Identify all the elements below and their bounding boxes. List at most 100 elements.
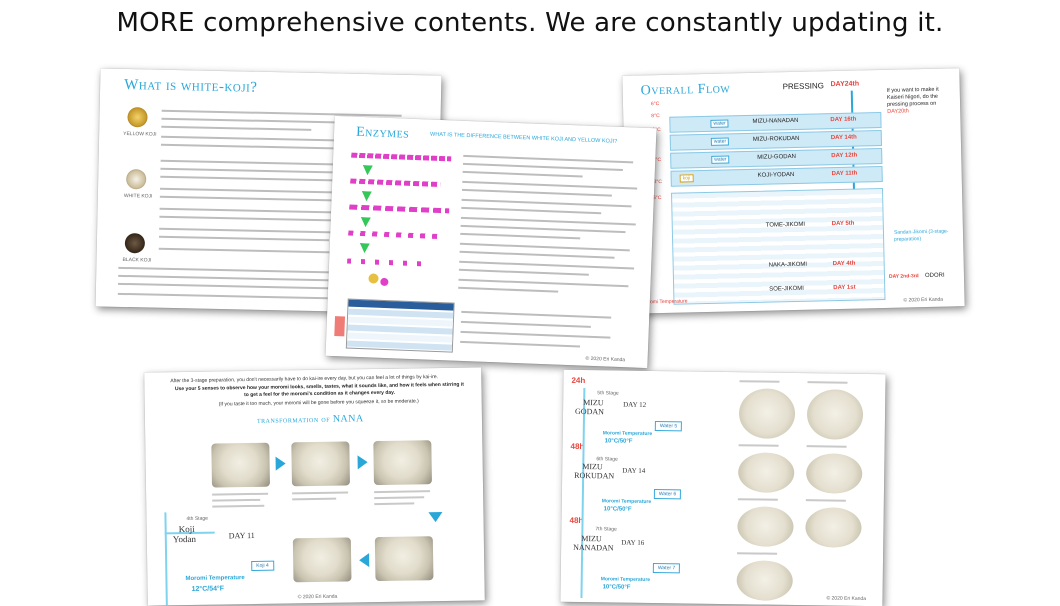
moromi-photo (373, 440, 432, 486)
black-koji-image (124, 233, 146, 254)
stage-tag: 4th Stage (186, 515, 208, 523)
petri-photo (737, 506, 794, 547)
stage-name: TOME-JIKOMI (765, 221, 806, 229)
flow-row-mizu-rokudan[interactable]: water MIZU-ROKUDAN DAY 14th (669, 129, 883, 151)
flow-row-mizu-nanadan[interactable]: water MIZU-NANADAN DAY 16th (669, 111, 882, 133)
stage-name: SOE-JIKOMI (769, 285, 804, 293)
stage-name-line-1: MIZU (583, 398, 604, 408)
water-button[interactable]: Water 7 (652, 563, 681, 574)
hours-label: 24h (571, 375, 586, 386)
card-overall-flow[interactable]: Overall Flow PRESSING DAY24th If you wan… (622, 68, 965, 314)
day-label: DAY 14 (622, 466, 646, 475)
row-day: DAY 11th (831, 170, 858, 178)
table-annotation (334, 316, 346, 337)
row-name: KOJI-YODAN (757, 171, 795, 179)
day-label: DAY 11 (228, 530, 255, 541)
flow-axis (580, 388, 586, 599)
moromi-photo (291, 441, 350, 487)
card-mizu-stages[interactable]: 24h 48h 48h 5th Stage MIZU GODAN DAY 12 … (560, 369, 886, 606)
arrow-right-icon (357, 455, 368, 470)
headline: MORE comprehensive contents. We are cons… (116, 8, 944, 38)
arrow-down-icon (428, 511, 443, 523)
card-transformation[interactable]: After the 3-stage preparation, you don't… (144, 367, 485, 606)
water-pill: water (710, 119, 729, 128)
koji-label[interactable]: Koji 4 (251, 560, 274, 572)
water-pill: water (711, 155, 730, 164)
day-label: DAY 16 (621, 538, 645, 547)
black-koji-label: BLACK KOJI (122, 256, 152, 264)
row-name: MIZU-NANADAN (752, 117, 799, 125)
row-day: DAY 16th (830, 116, 857, 124)
pressing-label: PRESSING (782, 81, 825, 92)
section-title: transformation of NANA (257, 413, 364, 426)
pressing-day: DAY24th (830, 80, 860, 89)
flow-row-mizu-godan[interactable]: water MIZU-GODAN DAY 12th (670, 147, 883, 169)
section-title-prefix: transformation of (256, 413, 331, 425)
moromi-temp-label: Moromi Temperature (602, 430, 653, 438)
intro-text-2: Use your 5 senses to observe how your mo… (174, 381, 464, 399)
yellow-koji-image (127, 107, 148, 128)
copyright: © 2020 Eri Kanda (903, 296, 944, 304)
photo-grid (564, 370, 886, 601)
water-button[interactable]: Water 5 (654, 421, 683, 432)
arrow-right-icon (275, 456, 286, 471)
flow-axis (164, 512, 168, 606)
petri-photo (806, 389, 864, 440)
row-name: MIZU-GODAN (757, 153, 796, 161)
enzyme-table (345, 298, 455, 353)
temp-label: 6°C (653, 194, 662, 202)
water-button[interactable]: Water 6 (653, 489, 682, 500)
card-title: Enzymes (355, 124, 410, 142)
stage-name: MIZU GODAN (575, 398, 604, 416)
copyright: © 2020 Eri Kanda (297, 593, 338, 601)
odori-day: DAY 2nd-3rd (888, 273, 919, 280)
row-name: MIZU-ROKUDAN (752, 135, 800, 143)
card-title: Overall Flow (640, 81, 731, 99)
stage-day: DAY 1st (833, 284, 856, 292)
stage-name: NAKA-JIKOMI (768, 261, 808, 269)
white-koji-image (126, 169, 147, 190)
stage-tag: 7th Stage (595, 526, 617, 533)
sandan-label: Sandan-Jikomi (3-stage-preparation) (893, 228, 949, 243)
moromi-temp-value: 10°C/50°F (603, 506, 632, 513)
stage-name: MIZU NANADAN (573, 534, 614, 553)
text-block (101, 68, 442, 300)
odori-label: ODORI (924, 272, 945, 280)
stage-name-line-2: ROKUDAN (574, 470, 615, 481)
section-title-word: NANA (332, 413, 364, 425)
petri-photo (738, 388, 796, 439)
moromi-photo (292, 537, 352, 583)
moromi-temp-value: 10°C/50°F (604, 438, 633, 445)
stage-tag: 5th Stage (597, 390, 619, 397)
petri-photo (736, 560, 793, 601)
petri-photo (737, 452, 795, 493)
kaiseri-note-text: If you want to make it Kaiseri Nigori, d… (886, 86, 939, 108)
kaiseri-note-day: DAY20th (887, 108, 909, 115)
flow-row-koji-yodan[interactable]: koji KOJI-YODAN DAY 11th (670, 165, 883, 187)
stage-name-line-2: Yodan (172, 533, 196, 545)
stage-day: DAY 5th (831, 220, 855, 228)
moromi-temp-label: Moromi Temperature (601, 498, 652, 505)
white-koji-label: WHITE KOJI (123, 192, 153, 200)
petri-photo (805, 507, 862, 548)
arrow-left-icon (359, 553, 370, 568)
petri-photo (805, 453, 863, 494)
intro-text-3: (If you taste it too much, your moromi w… (218, 398, 419, 408)
moromi-temp-label: Moromi Temperature (185, 575, 245, 583)
yellow-koji-label: YELLOW KOJI (123, 130, 157, 138)
day-label: DAY 12 (623, 400, 647, 409)
koji-pill: koji (679, 174, 694, 183)
row-day: DAY 12th (831, 152, 858, 160)
card-subtitle: WHAT IS THE DIFFERENCE BETWEEN WHITE KOJ… (429, 131, 618, 145)
card-title: What is white-koji? (124, 76, 258, 96)
card-enzymes[interactable]: Enzymes WHAT IS THE DIFFERENCE BETWEEN W… (325, 115, 657, 369)
moromi-temp-label: Moromi Temperature (600, 576, 651, 583)
temp-label: 6°C (650, 101, 660, 108)
moromi-photo (374, 536, 434, 582)
stage-name: MIZU ROKUDAN (574, 462, 615, 481)
row-day: DAY 14th (830, 134, 857, 142)
stage-name-line-2: NANADAN (573, 542, 614, 553)
stage-day: DAY 4th (832, 260, 856, 268)
caption-block (144, 367, 481, 508)
temp-label: 8°C (651, 113, 660, 120)
